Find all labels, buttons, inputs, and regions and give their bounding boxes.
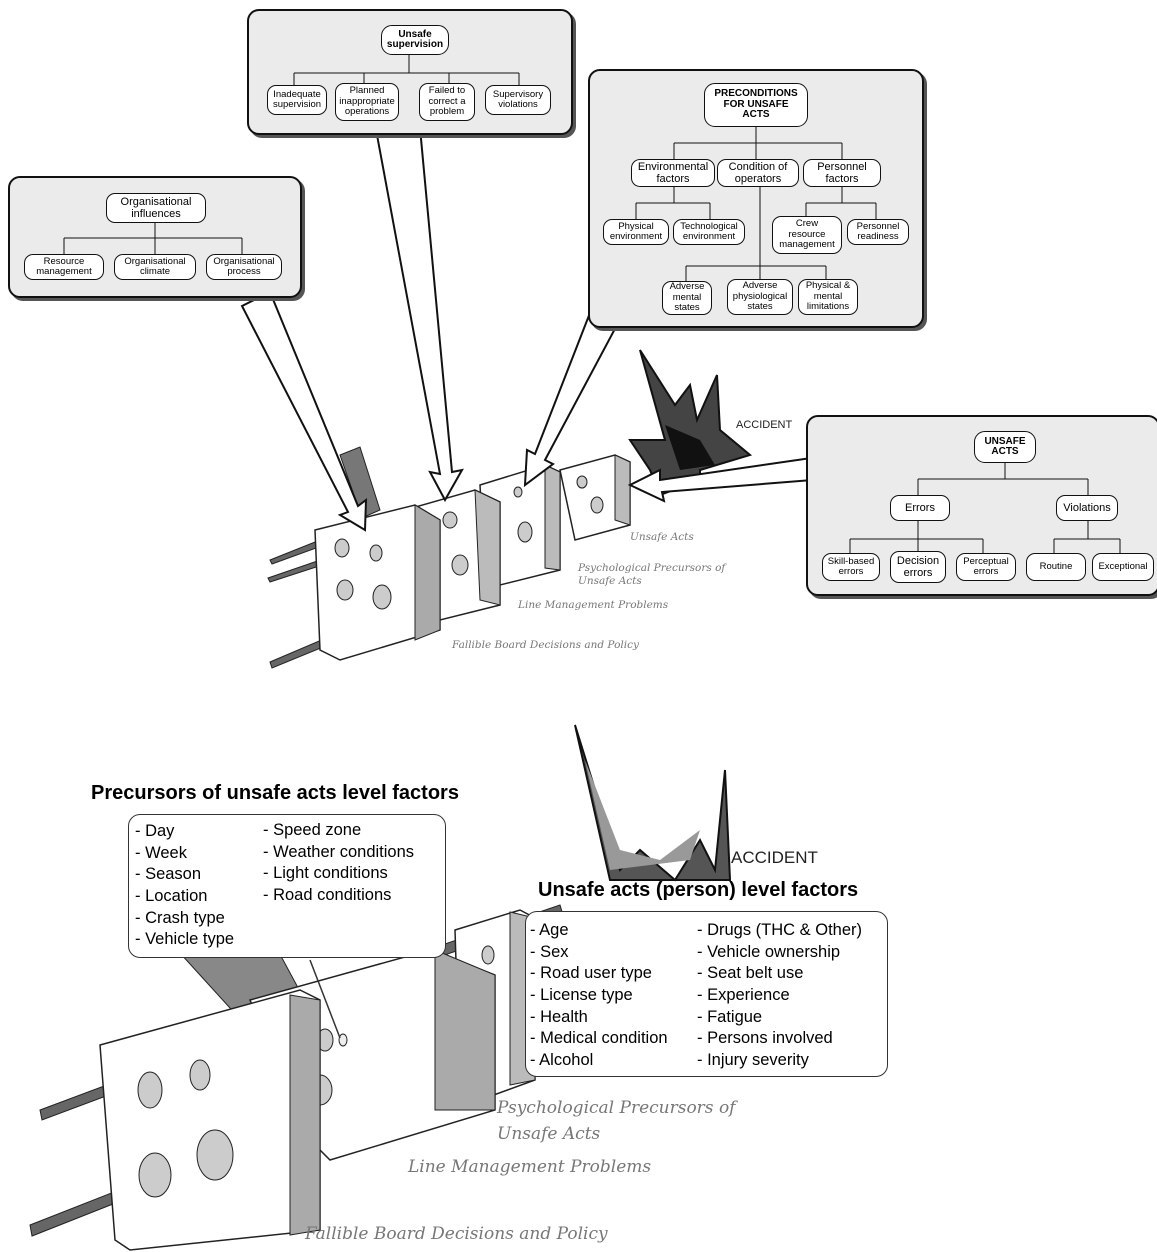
organisational-influences-panel: Organisational influences Resource manag…	[8, 176, 302, 298]
layer-label-board-bottom: Fallible Board Decisions and Policy	[305, 1224, 608, 1244]
precursor-item: - Speed zone	[263, 821, 362, 839]
planned-inappropriate-node: Planned inappropriate operations	[335, 83, 399, 121]
layer-label-line-bottom: Line Management Problems	[408, 1157, 652, 1177]
layer-label-psych-bottom: Psychological Precursors of Unsafe Acts	[497, 1098, 736, 1144]
precursor-item: - Week	[135, 843, 187, 862]
cheese-slice-top-4	[559, 454, 631, 541]
arrow-organisational	[240, 290, 368, 532]
unsafe-act-item: - Medical condition	[530, 1029, 668, 1048]
unsafe-act-item: - Age	[530, 921, 569, 939]
resource-management-node: Resource management	[24, 254, 104, 280]
adverse-physiological-states-node: Adverse physiological states	[727, 279, 793, 315]
physical-mental-limitations-node: Physical & mental limitations	[798, 279, 858, 315]
exceptional-node: Exceptional	[1092, 553, 1154, 581]
unsafe-supervision-node: Unsafe supervision	[381, 25, 449, 55]
physical-environment-node: Physical environment	[603, 219, 669, 245]
layer-label-line-top: Line Management Problems	[518, 599, 669, 611]
precursor-item: - Season	[135, 865, 202, 884]
arrow-supervision	[375, 126, 464, 503]
accident-label-bottom: ACCIDENT	[731, 848, 818, 867]
preconditions-panel: PRECONDITIONS FOR UNSAFE ACTS Environmen…	[588, 69, 924, 328]
failed-to-correct-node: Failed to correct a problem	[419, 83, 475, 121]
unsafe-acts-node: UNSAFE ACTS	[974, 431, 1036, 463]
skill-based-errors-node: Skill-based errors	[822, 553, 880, 581]
precursors-callout: - Day - Week - Season - Location - Crash…	[128, 814, 446, 958]
precursor-item: - Light conditions	[263, 864, 388, 883]
precursors-left-list: - Day - Week - Season - Location - Crash…	[135, 821, 234, 951]
personnel-factors-node: Personnel factors	[803, 159, 881, 187]
preconditions-connectors	[635, 127, 877, 281]
crew-resource-management-node: Crew resource management	[772, 216, 842, 254]
cheese-slice-bottom-1	[99, 989, 321, 1251]
unsafe-act-item: - Health	[530, 1007, 588, 1026]
precursor-item: - Vehicle type	[135, 930, 235, 949]
decision-errors-node: Decision errors	[890, 551, 946, 583]
adverse-mental-states-node: Adverse mental states	[662, 281, 712, 315]
unsafe-act-item: - Fatigue	[697, 1007, 763, 1026]
precursor-item: - Crash type	[135, 908, 225, 927]
unsafe-supervision-panel: Unsafe supervision Inadequate supervisio…	[247, 9, 573, 135]
unsafe-act-item: - Road user type	[530, 964, 652, 983]
unsafe-acts-connectors	[849, 463, 1121, 553]
organisational-connectors	[63, 222, 243, 254]
violations-node: Violations	[1056, 495, 1118, 521]
layer-label-board-top: Fallible Board Decisions and Policy	[452, 639, 639, 651]
accident-label-top: ACCIDENT	[736, 419, 793, 431]
unsafe-acts-left-list: - Age - Sex - Road user type - License t…	[530, 920, 668, 1072]
accident-explosion-top	[628, 349, 753, 497]
unsafe-act-item: - Experience	[697, 986, 790, 1005]
layer-label-psych-top: Psychological Precursors of Unsafe Acts	[578, 562, 726, 587]
technological-environment-node: Technological environment	[673, 219, 745, 245]
unsafe-act-item: - Vehicle ownership	[697, 942, 841, 961]
preconditions-node: PRECONDITIONS FOR UNSAFE ACTS	[704, 83, 808, 127]
unsafe-acts-panel: UNSAFE ACTS Errors Violations Skill-base…	[806, 415, 1157, 596]
layer-label-unsafe-acts-top: Unsafe Acts	[630, 531, 694, 543]
cheese-slice-top-1	[314, 504, 441, 661]
routine-node: Routine	[1026, 553, 1086, 581]
unsafe-acts-heading: Unsafe acts (person) level factors	[538, 879, 859, 901]
unsafe-act-item: - Drugs (THC & Other)	[697, 921, 863, 939]
condition-of-operators-node: Condition of operators	[717, 159, 799, 187]
unsafe-act-item: - Seat belt use	[697, 964, 804, 983]
unsafe-acts-callout: - Age - Sex - Road user type - License t…	[525, 911, 888, 1077]
unsafe-act-item: - Sex	[530, 942, 569, 961]
organisational-process-node: Organisational process	[206, 254, 282, 280]
organisational-climate-node: Organisational climate	[114, 254, 196, 280]
personnel-readiness-node: Personnel readiness	[847, 219, 909, 245]
environmental-factors-node: Environmental factors	[631, 159, 715, 187]
perceptual-errors-node: Perceptual errors	[956, 553, 1016, 581]
organisational-influences-node: Organisational influences	[106, 193, 206, 223]
unsafe-act-item: - Injury severity	[697, 1051, 809, 1070]
unsafe-acts-right-list: - Drugs (THC & Other) - Vehicle ownershi…	[697, 920, 862, 1072]
unsafe-act-item: - Persons involved	[697, 1029, 833, 1048]
unsafe-act-item: - Alcohol	[530, 1051, 594, 1070]
precursors-pointer	[309, 959, 341, 1039]
errors-node: Errors	[890, 495, 950, 521]
inadequate-supervision-node: Inadequate supervision	[267, 85, 327, 115]
supervisory-violations-node: Supervisory violations	[485, 85, 551, 115]
precursors-right-list: - Speed zone - Weather conditions - Ligh…	[263, 820, 414, 907]
precursors-heading: Precursors of unsafe acts level factors	[91, 782, 459, 804]
precursor-item: - Day	[135, 822, 175, 840]
unsafe-act-item: - License type	[530, 986, 633, 1005]
precursor-item: - Weather conditions	[263, 842, 415, 861]
supervision-connectors	[293, 53, 520, 87]
precursor-item: - Location	[135, 887, 208, 906]
precursor-item: - Road conditions	[263, 886, 392, 905]
arrow-preconditions	[523, 298, 627, 488]
